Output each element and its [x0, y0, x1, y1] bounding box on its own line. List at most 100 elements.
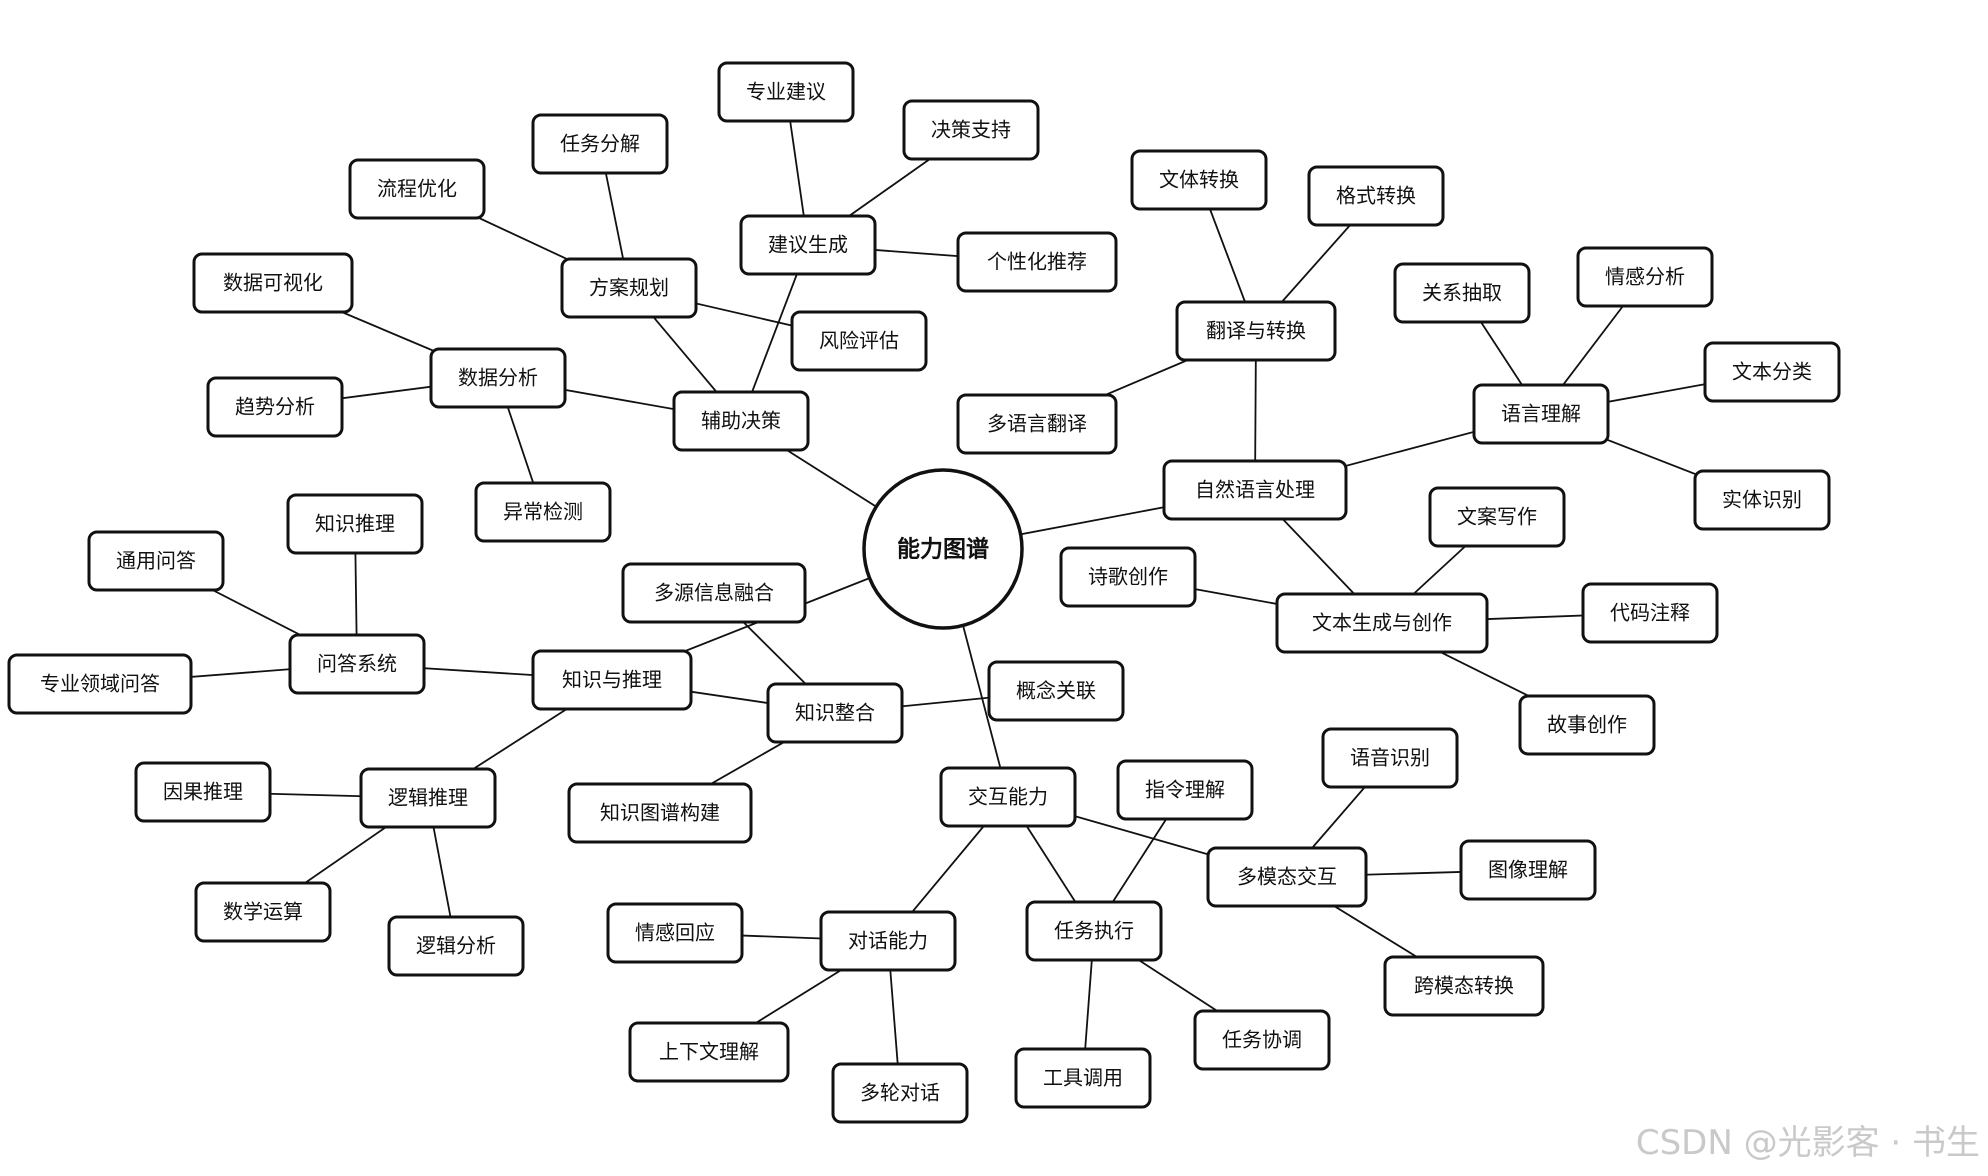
- node-label-poetry: 诗歌创作: [1088, 565, 1168, 589]
- node-plan: 方案规划: [560, 257, 698, 319]
- node-multi-source: 多源信息融合: [621, 562, 807, 624]
- node-box-kn-integrate: [766, 682, 904, 744]
- node-box-translate: [1175, 300, 1337, 362]
- node-box-data-analysis: [429, 347, 567, 409]
- node-label-nlp: 自然语言处理: [1195, 478, 1315, 502]
- node-label-story: 故事创作: [1547, 713, 1627, 737]
- node-box-decision-support: [902, 99, 1040, 161]
- node-multi-trans: 多语言翻译: [956, 393, 1118, 455]
- node-decision-support: 决策支持: [902, 99, 1040, 161]
- node-label-expert-advice: 专业建议: [746, 80, 826, 104]
- node-box-task-decomp: [531, 113, 669, 175]
- node-box-personal-rec: [956, 231, 1118, 293]
- node-box-text-class: [1703, 341, 1841, 403]
- node-label-translate: 翻译与转换: [1206, 319, 1306, 343]
- node-box-multimodal: [1206, 846, 1368, 908]
- node-label-dialogue: 对话能力: [848, 929, 928, 953]
- node-box-general-qa: [87, 530, 225, 592]
- node-trend: 趋势分析: [206, 376, 344, 438]
- node-relation: 关系抽取: [1393, 262, 1531, 324]
- node-label-kn-integrate: 知识整合: [795, 701, 875, 725]
- node-math: 数学运算: [194, 881, 332, 943]
- node-translate: 翻译与转换: [1175, 300, 1337, 362]
- node-label-code-comment: 代码注释: [1610, 601, 1690, 625]
- node-label-text-class: 文本分类: [1732, 360, 1812, 384]
- node-personal-rec: 个性化推荐: [956, 231, 1118, 293]
- node-suggest: 建议生成: [739, 214, 877, 276]
- node-box-expert-advice: [717, 61, 855, 123]
- node-box-poetry: [1059, 546, 1197, 608]
- node-expert-advice: 专业建议: [717, 61, 855, 123]
- node-box-data-viz: [192, 252, 354, 314]
- node-label-interact: 交互能力: [968, 785, 1048, 809]
- node-multi-turn: 多轮对话: [831, 1062, 969, 1124]
- node-kg-build: 知识图谱构建: [567, 782, 753, 844]
- node-label-sentiment: 情感分析: [1605, 265, 1685, 289]
- node-box-domain-qa: [7, 653, 193, 715]
- node-label-causal: 因果推理: [163, 780, 243, 804]
- watermark: CSDN @光影客 · 书生: [1635, 1123, 1980, 1163]
- node-label-task-exec: 任务执行: [1054, 919, 1134, 943]
- node-box-math: [194, 881, 332, 943]
- node-label-text-gen: 文本生成与创作: [1312, 611, 1452, 635]
- node-box-risk: [790, 310, 928, 372]
- node-task-exec: 任务执行: [1025, 900, 1163, 962]
- node-label-speech: 语音识别: [1350, 746, 1430, 770]
- node-label-multi-source: 多源信息融合: [654, 581, 774, 605]
- node-domain-qa: 专业领域问答: [7, 653, 193, 715]
- node-label-knowledge: 知识与推理: [562, 668, 662, 692]
- node-assist-decision: 辅助决策: [672, 390, 810, 452]
- center-node-label: 能力图谱: [897, 536, 989, 563]
- node-logic-analysis: 逻辑分析: [387, 915, 525, 977]
- node-label-multi-trans: 多语言翻译: [987, 412, 1087, 436]
- node-concept: 概念关联: [987, 660, 1125, 722]
- node-label-multimodal: 多模态交互: [1237, 865, 1337, 889]
- node-label-flow-opt: 流程优化: [377, 177, 457, 201]
- node-box-logic: [359, 767, 497, 829]
- node-flow-opt: 流程优化: [348, 158, 486, 220]
- node-task-decomp: 任务分解: [531, 113, 669, 175]
- node-label-data-analysis: 数据分析: [458, 366, 538, 390]
- node-box-code-comment: [1581, 582, 1719, 644]
- node-interact: 交互能力: [939, 766, 1077, 828]
- node-tool-call: 工具调用: [1014, 1047, 1152, 1109]
- node-label-format-conv: 格式转换: [1336, 184, 1416, 208]
- node-box-interact: [939, 766, 1077, 828]
- node-format-conv: 格式转换: [1307, 165, 1445, 227]
- node-label-copywriting: 文案写作: [1457, 505, 1537, 529]
- node-label-emotion-resp: 情感回应: [635, 921, 715, 945]
- node-logic: 逻辑推理: [359, 767, 497, 829]
- node-box-speech: [1321, 727, 1459, 789]
- node-box-dialogue: [819, 910, 957, 972]
- node-label-kn-infer: 知识推理: [315, 512, 395, 536]
- node-causal: 因果推理: [134, 761, 272, 823]
- node-label-tool-call: 工具调用: [1043, 1066, 1123, 1090]
- node-text-class: 文本分类: [1703, 341, 1841, 403]
- node-anomaly: 异常检测: [474, 481, 612, 543]
- node-kn-infer: 知识推理: [286, 493, 424, 555]
- node-box-plan: [560, 257, 698, 319]
- node-context: 上下文理解: [628, 1021, 790, 1083]
- node-label-image: 图像理解: [1488, 858, 1568, 882]
- node-label-logic: 逻辑推理: [388, 786, 468, 810]
- node-label-logic-analysis: 逻辑分析: [416, 934, 496, 958]
- node-instruction: 指令理解: [1116, 759, 1254, 821]
- node-box-kn-infer: [286, 493, 424, 555]
- node-box-causal: [134, 761, 272, 823]
- node-style-conv: 文体转换: [1130, 149, 1268, 211]
- node-multimodal: 多模态交互: [1206, 846, 1368, 908]
- node-story: 故事创作: [1518, 694, 1656, 756]
- node-box-trend: [206, 376, 344, 438]
- node-label-data-viz: 数据可视化: [223, 271, 323, 295]
- node-speech: 语音识别: [1321, 727, 1459, 789]
- center-node-circle: [862, 468, 1024, 630]
- node-label-math: 数学运算: [223, 900, 303, 924]
- node-label-suggest: 建议生成: [768, 233, 848, 257]
- node-box-kg-build: [567, 782, 753, 844]
- node-box-anomaly: [474, 481, 612, 543]
- node-poetry: 诗歌创作: [1059, 546, 1197, 608]
- node-box-cross-modal: [1383, 955, 1545, 1017]
- node-label-style-conv: 文体转换: [1159, 168, 1239, 192]
- node-text-gen: 文本生成与创作: [1275, 592, 1489, 654]
- node-label-relation: 关系抽取: [1422, 281, 1502, 305]
